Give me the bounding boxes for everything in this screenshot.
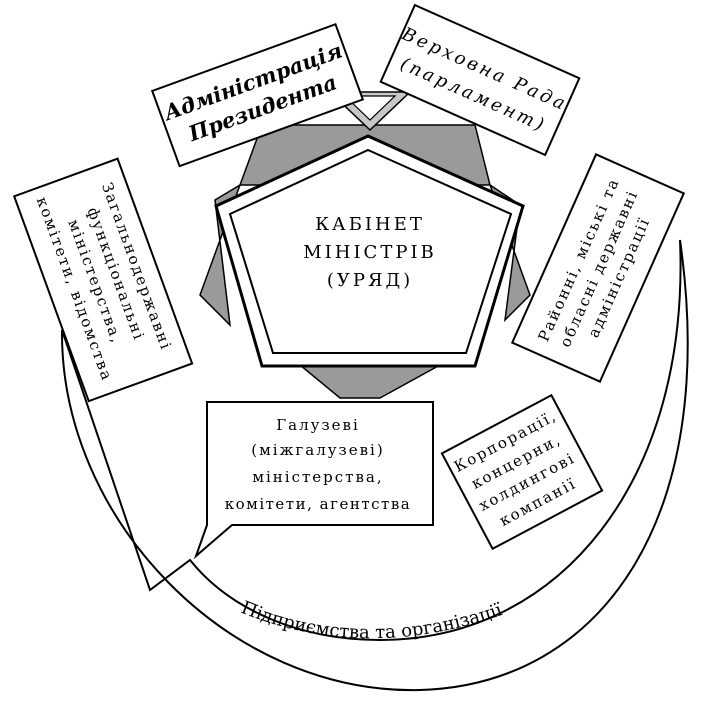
branch-line-2: (міжгалузеві) [251,441,384,459]
enterprises-crescent [60,239,689,692]
local-admin-box[interactable]: Районні, міські та обласні державні адмі… [510,153,686,383]
cabinet-line-2: МІНІСТРІВ [303,242,437,263]
parliament-box[interactable]: Верховна Рада (парламент) [379,3,581,157]
cabinet-line-1: КАБІНЕТ [315,214,425,235]
branch-line-4: комітети, агентства [225,495,411,513]
general-ministries-box[interactable]: Загальнодержавні функціональні міністерс… [12,157,194,403]
branch-line-3: міністерства, [252,468,383,486]
branch-line-1: Галузеві [276,416,360,434]
cabinet-pentagon-inner [228,148,513,354]
branch-ministries-box[interactable]: Галузеві (міжгалузеві) міністерства, ком… [193,401,434,560]
cabinet-line-3: (УРЯД) [327,270,413,291]
corporations-box[interactable]: Корпорації, концерни, холдингові компані… [440,393,604,551]
star-point-bottom [297,364,441,399]
star-point-right [488,183,531,323]
